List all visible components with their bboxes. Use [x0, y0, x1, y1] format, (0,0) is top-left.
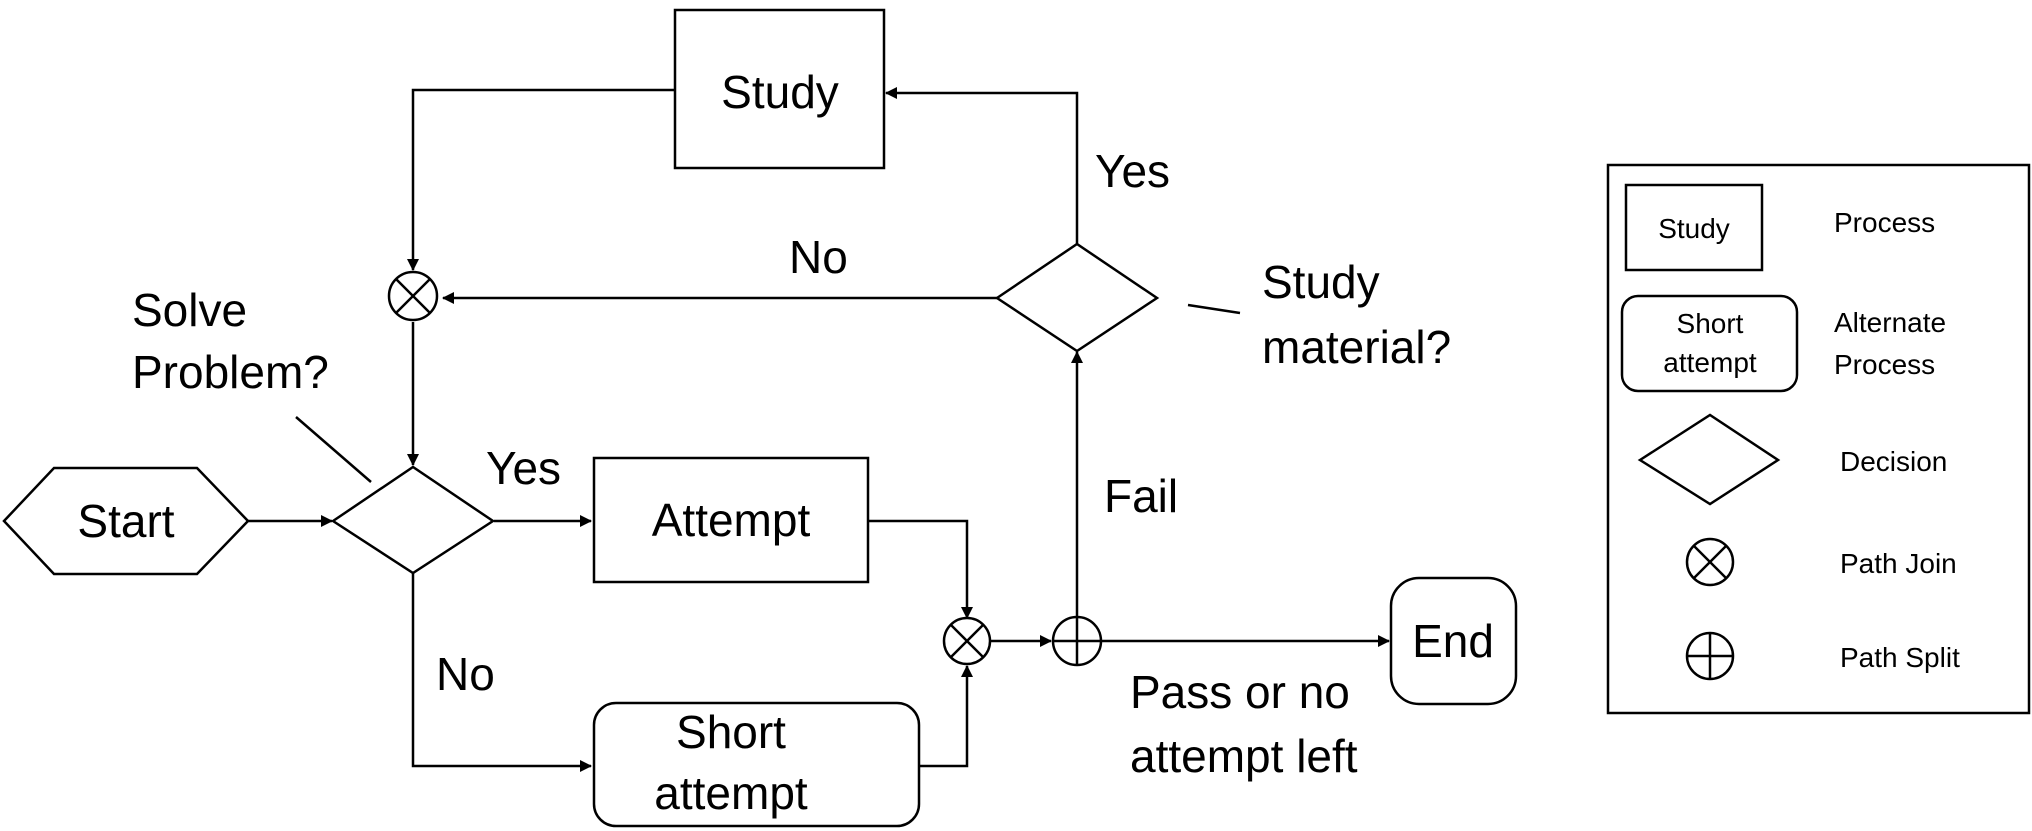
start-label: Start	[77, 495, 174, 547]
pass-label-line2: attempt left	[1130, 730, 1358, 782]
legend-path-split: Path Split	[1685, 631, 1960, 681]
legend-process-box	[1624, 183, 1764, 272]
legend-process: Study Process	[1624, 183, 1935, 272]
legend-path-split-label: Path Split	[1840, 642, 1960, 673]
legend-decision-diamond	[1637, 413, 1781, 506]
no-short-label: No	[436, 648, 495, 700]
attempt-node: Attempt	[592, 456, 870, 584]
path-join-merge	[942, 616, 992, 666]
legend-process-box-label: Study	[1658, 213, 1730, 244]
yes-attempt-label: Yes	[486, 442, 561, 494]
short-attempt-label-line1: Short	[676, 706, 786, 758]
legend-alternate-box	[1620, 294, 1799, 393]
legend-alternate-label-line1: Alternate	[1834, 307, 1946, 338]
legend-alternate-box-line2: attempt	[1663, 347, 1757, 378]
start-hexagon	[2, 466, 250, 576]
end-label: End	[1412, 615, 1494, 667]
fail-label: Fail	[1104, 470, 1178, 522]
study-material-label-line1: Study	[1262, 256, 1380, 308]
path-split-node	[1051, 615, 1103, 667]
study-node: Study	[673, 8, 886, 170]
short-attempt-label-line2: attempt	[654, 767, 808, 819]
legend-decision: Decision	[1637, 413, 1947, 506]
legend-alternate-box-line1: Short	[1677, 308, 1744, 339]
legend-path-join: Path Join	[1685, 537, 1957, 587]
study-label: Study	[721, 66, 839, 118]
solve-problem-label-line1: Solve	[132, 284, 247, 336]
legend-decision-label: Decision	[1840, 446, 1947, 477]
end-box	[1389, 576, 1518, 706]
legend-alternate-label-line2: Process	[1834, 349, 1935, 380]
no-back-label: No	[789, 231, 848, 283]
edge-short-attempt-to-join	[919, 665, 973, 768]
legend: Study Process Short attempt Alternate Pr…	[1606, 163, 2031, 715]
decision-diamond	[330, 465, 496, 575]
edge-study-decision-to-study	[885, 87, 1079, 244]
solve-problem-label-line2: Problem?	[132, 346, 329, 398]
attempt-box	[592, 456, 870, 584]
study-material-diamond	[994, 242, 1160, 353]
annotations: Solve Problem? Yes No Yes No Study mater…	[132, 145, 1451, 782]
study-box	[673, 8, 886, 170]
attempt-label: Attempt	[652, 494, 811, 546]
start-node: Start	[2, 466, 250, 576]
end-node: End	[1389, 576, 1518, 706]
edge-study-to-top-join	[407, 88, 675, 271]
connectors	[248, 87, 1390, 772]
path-join-top	[387, 270, 439, 322]
short-attempt-node: Short attempt	[592, 701, 921, 828]
edge-attempt-to-join	[868, 519, 973, 619]
callout-study-material	[1187, 303, 1241, 315]
edge-decision-to-short-attempt	[411, 573, 592, 772]
study-material-decision	[994, 242, 1160, 353]
study-material-label-line2: material?	[1262, 321, 1451, 373]
solve-problem-decision	[330, 465, 496, 575]
legend-alternate-process: Short attempt Alternate Process	[1620, 294, 1946, 393]
pass-label-line1: Pass or no	[1130, 666, 1350, 718]
callout-solve-problem	[295, 416, 372, 483]
legend-process-label: Process	[1834, 207, 1935, 238]
legend-path-join-label: Path Join	[1840, 548, 1957, 579]
short-attempt-box	[592, 701, 921, 828]
yes-study-label: Yes	[1095, 145, 1170, 197]
